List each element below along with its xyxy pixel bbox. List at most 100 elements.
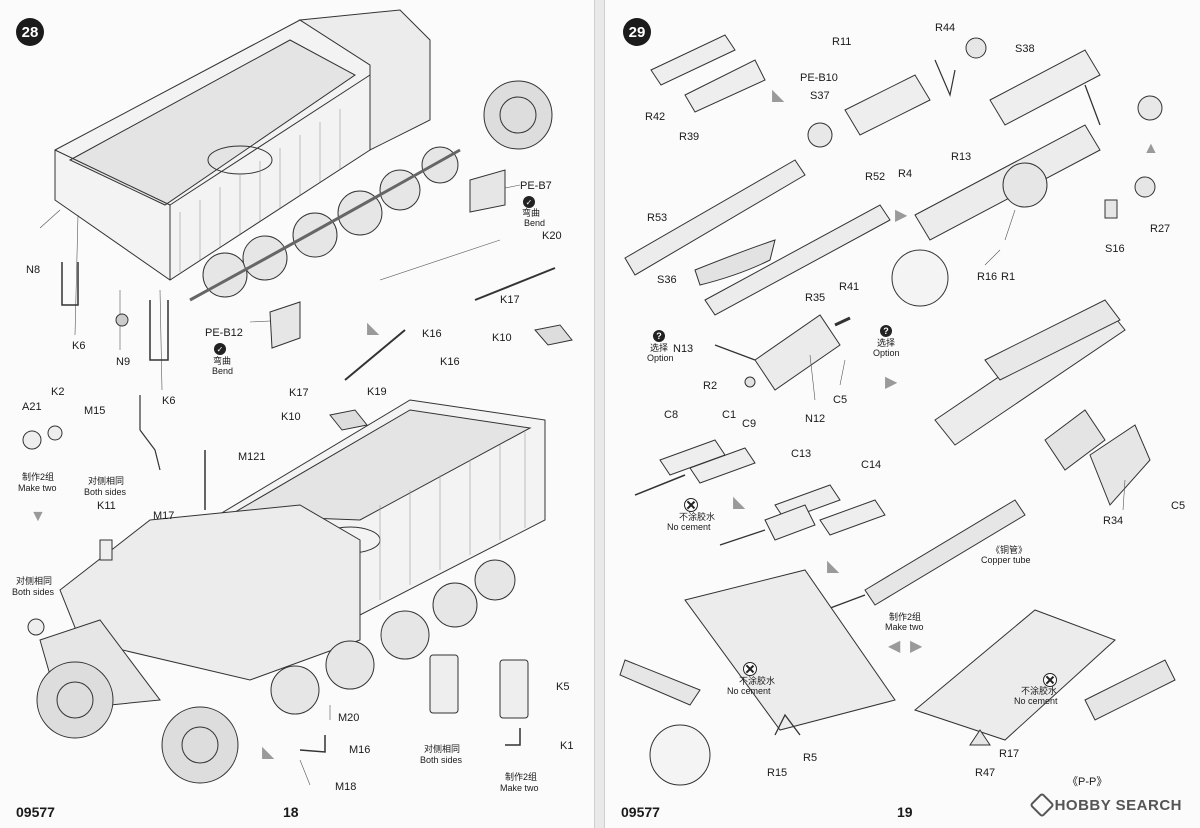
part-label: R15	[767, 767, 788, 779]
product-code: 09577	[16, 804, 55, 820]
both-sides-note-cn: 对侧相同	[88, 476, 125, 486]
product-code: 09577	[621, 804, 660, 820]
bend-icon: ✓	[214, 343, 226, 355]
option-note-en: Option	[873, 348, 900, 358]
step-number: 28	[16, 18, 44, 46]
no-cement-icon	[743, 662, 757, 676]
part-label: C13	[791, 448, 812, 460]
direction-arrow-icon: ◣	[733, 494, 746, 511]
part-label: S37	[810, 90, 830, 102]
part-label: PE-B7	[520, 180, 552, 192]
option-icon: ?	[653, 330, 665, 342]
both-sides-note-en: Both sides	[12, 587, 55, 597]
watermark: HOBBY SEARCH	[1028, 792, 1182, 818]
instruction-page-right: 29 R11 R44 S38 PE-B10 S37 R42 R39 R13 R4…	[604, 0, 1200, 828]
section-label: 《P-P》	[1067, 776, 1108, 788]
part-label: K16	[440, 356, 460, 368]
part-label: R13	[951, 151, 972, 163]
make-two-note-en: Make two	[885, 622, 924, 632]
part-label: R47	[975, 767, 996, 779]
part-label: N13	[673, 343, 694, 355]
watermark-text: HOBBY SEARCH	[1054, 796, 1182, 814]
part-label: K16	[422, 328, 442, 340]
copper-tube-note-en: Copper tube	[981, 555, 1031, 565]
part-label: R5	[803, 752, 818, 764]
make-two-note-en: Make two	[500, 783, 539, 793]
direction-arrow-icon: ▼	[30, 508, 46, 525]
direction-arrow-icon: ◀	[888, 638, 901, 655]
option-icon: ?	[880, 325, 892, 337]
direction-arrow-icon: ◣	[367, 320, 380, 337]
direction-arrow-icon: ▶	[895, 207, 908, 224]
part-label: R41	[839, 281, 860, 293]
instruction-page-left: 28 PE-B7 ✓ 弯曲 Bend K20 N8 K6 N9 K6 PE-B1…	[0, 0, 595, 828]
part-label: C9	[742, 418, 757, 430]
part-label: R35	[805, 292, 826, 304]
make-two-note-cn: 制作2组	[505, 772, 538, 782]
part-label: PE-B10	[800, 72, 838, 84]
part-label: S36	[657, 274, 677, 286]
part-label: K11	[97, 500, 116, 512]
part-label: M121	[238, 451, 266, 463]
part-label: S16	[1105, 243, 1125, 255]
part-label: R2	[703, 380, 718, 392]
part-label: K17	[500, 294, 520, 306]
part-label: K10	[281, 411, 301, 423]
bend-note-cn: 弯曲	[213, 356, 232, 366]
direction-arrow-icon: ◣	[827, 558, 840, 575]
part-label: S38	[1015, 43, 1035, 55]
no-cement-icon	[1043, 673, 1057, 687]
part-label: C5	[833, 394, 848, 406]
both-sides-note-cn: 对侧相同	[16, 576, 53, 586]
part-label: K6	[162, 395, 176, 407]
direction-arrow-icon: ◣	[262, 744, 275, 761]
no-cement-note-cn: 不涂胶水	[1021, 686, 1058, 696]
gun-assembly-drawing	[619, 34, 1176, 786]
part-label: C5	[1171, 500, 1186, 512]
bend-note-cn: 弯曲	[522, 208, 541, 218]
bend-note-en: Bend	[212, 366, 234, 376]
part-label: C1	[722, 409, 737, 421]
part-label: M17	[153, 510, 175, 522]
part-label: K10	[492, 332, 512, 344]
direction-arrow-icon: ◣	[772, 87, 785, 104]
part-label: N12	[805, 413, 826, 425]
part-label: N9	[116, 356, 131, 368]
part-label: M15	[84, 405, 106, 417]
direction-arrow-icon: ▲	[1143, 140, 1159, 157]
make-two-note-en: Make two	[18, 483, 57, 493]
part-label: C8	[664, 409, 679, 421]
no-cement-icon	[684, 498, 698, 512]
copper-tube-note-cn: 《铜管》	[991, 545, 1028, 555]
page-number: 19	[897, 804, 913, 820]
option-note-cn: 选择	[650, 343, 669, 353]
part-label: K17	[289, 387, 309, 399]
part-label: C14	[861, 459, 882, 471]
no-cement-note-en: No cement	[727, 686, 771, 696]
page-number: 18	[283, 804, 299, 820]
part-label: K5	[556, 681, 570, 693]
no-cement-note-cn: 不涂胶水	[679, 512, 716, 522]
hobby-search-logo-icon	[1028, 792, 1055, 818]
no-cement-note-en: No cement	[667, 522, 711, 532]
part-label: K19	[367, 386, 387, 398]
part-label: R11	[832, 36, 852, 48]
make-two-note-cn: 制作2组	[22, 472, 55, 482]
part-label: M16	[349, 744, 371, 756]
part-label: K6	[72, 340, 86, 352]
part-label: R4	[898, 168, 913, 180]
option-note-en: Option	[647, 353, 674, 363]
part-label: R53	[647, 212, 668, 224]
part-label: R16	[977, 271, 998, 283]
part-label: R39	[679, 131, 700, 143]
option-note-cn: 选择	[877, 338, 896, 348]
both-sides-note-en: Both sides	[420, 755, 463, 765]
part-label: R44	[935, 22, 956, 34]
part-label: M18	[335, 781, 357, 793]
direction-arrow-icon: ▶	[910, 638, 923, 655]
part-label: K2	[51, 386, 65, 398]
part-label: R42	[645, 111, 666, 123]
part-label: K1	[560, 740, 574, 752]
no-cement-note-cn: 不涂胶水	[739, 676, 776, 686]
vehicle-assembly-drawing	[22, 9, 573, 786]
